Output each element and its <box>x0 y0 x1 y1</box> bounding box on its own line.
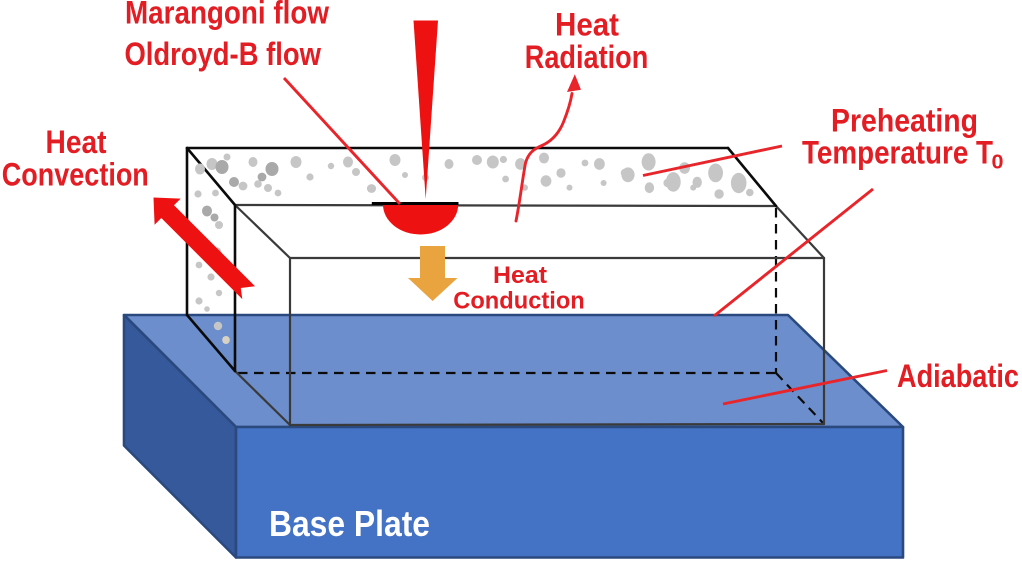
svg-text:Preheating: Preheating <box>831 103 978 139</box>
svg-text:Heat: Heat <box>493 262 547 289</box>
svg-text:Convection: Convection <box>2 157 149 193</box>
svg-text:Base Plate: Base Plate <box>269 503 430 544</box>
svg-text:Adiabatic: Adiabatic <box>897 358 1019 394</box>
svg-text:Oldroyd-B flow: Oldroyd-B flow <box>124 36 321 72</box>
svg-text:Heat: Heat <box>46 124 107 160</box>
svg-text:Heat: Heat <box>555 7 619 43</box>
svg-text:Marangoni flow: Marangoni flow <box>125 0 329 31</box>
svg-text:Conduction: Conduction <box>453 288 585 315</box>
svg-text:Radiation: Radiation <box>525 39 649 75</box>
svg-text:0: 0 <box>992 152 1004 174</box>
svg-text:Temperature T: Temperature T <box>802 135 993 171</box>
